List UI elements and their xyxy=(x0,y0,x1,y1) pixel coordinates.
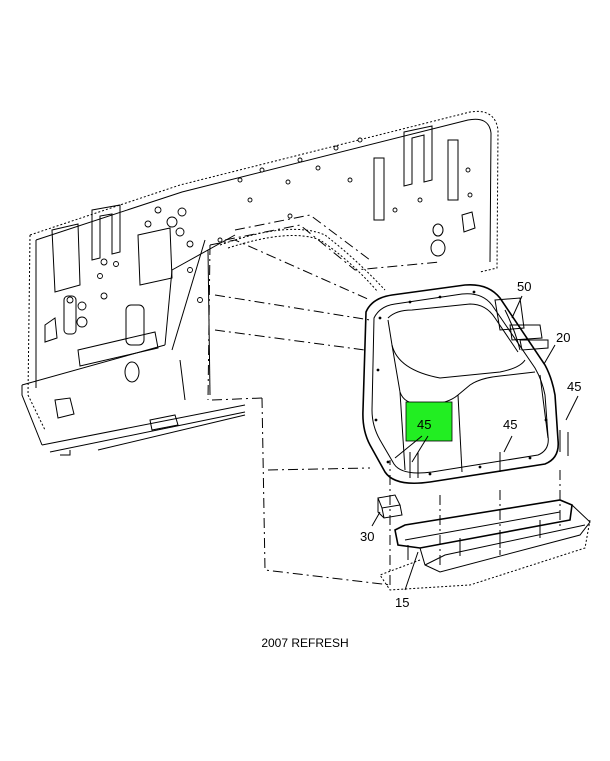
isolator-part-30 xyxy=(377,494,403,519)
engine-cover-part-20 xyxy=(362,283,560,485)
leader-lines xyxy=(371,295,579,591)
callout-30[interactable]: 30 xyxy=(360,529,374,544)
fasteners-part-45 xyxy=(409,430,569,478)
support-frame-part-15 xyxy=(379,470,591,591)
fitting-part-50 xyxy=(494,297,549,351)
callout-15[interactable]: 15 xyxy=(395,595,409,610)
mounting-holes xyxy=(66,137,473,328)
phantom-lines xyxy=(207,214,441,586)
callout-45-right[interactable]: 45 xyxy=(567,379,581,394)
highlight-box[interactable] xyxy=(405,401,453,442)
callouts: 50 20 45 45 45 30 15 xyxy=(360,279,581,610)
callout-45-center[interactable]: 45 xyxy=(503,417,517,432)
callout-50[interactable]: 50 xyxy=(517,279,531,294)
callout-45-highlighted[interactable]: 45 xyxy=(417,417,431,432)
callout-20[interactable]: 20 xyxy=(556,330,570,345)
dash-panel xyxy=(21,110,499,456)
diagram-caption: 2007 REFRESH xyxy=(261,636,349,650)
